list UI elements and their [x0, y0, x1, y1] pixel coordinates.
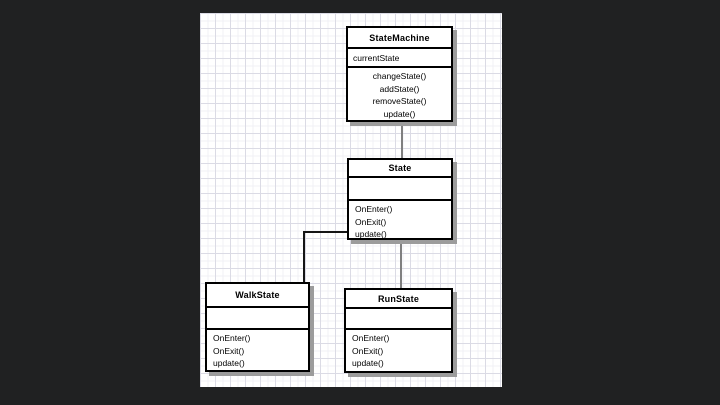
method-item: OnExit(): [213, 345, 245, 356]
method-item: OnEnter(): [355, 204, 393, 214]
method-item: update(): [355, 229, 387, 239]
method-list: OnEnter() OnExit() update(): [346, 330, 451, 372]
method-item: OnEnter(): [352, 333, 390, 343]
connector-state-runstate[interactable]: [400, 240, 402, 289]
class-walkstate[interactable]: WalkState OnEnter() OnExit() update(): [205, 282, 310, 372]
method-item: changeState(): [372, 71, 427, 81]
method-item: OnExit(): [352, 345, 384, 356]
attribute-section-empty: [207, 308, 308, 330]
method-item: OnExit(): [355, 216, 387, 227]
attribute-section-empty: [349, 178, 451, 201]
method-item: update(): [383, 108, 416, 119]
method-list: changeState() addState() removeState() u…: [348, 68, 451, 122]
class-statemachine[interactable]: StateMachine currentState changeState() …: [346, 26, 453, 122]
class-title: State: [349, 160, 451, 178]
diagram-canvas[interactable]: StateMachine currentState changeState() …: [200, 13, 502, 387]
method-list: OnEnter() OnExit() update(): [349, 201, 451, 243]
method-item: update(): [352, 358, 384, 368]
method-list: OnEnter() OnExit() update(): [207, 330, 308, 372]
connector-state-walkstate-horizontal[interactable]: [303, 231, 348, 233]
attribute-item: currentState: [348, 49, 451, 68]
method-item: update(): [213, 358, 245, 368]
class-title: StateMachine: [348, 28, 451, 49]
method-item: removeState(): [372, 96, 427, 106]
connector-statemachine-state[interactable]: [401, 122, 403, 159]
class-state[interactable]: State OnEnter() OnExit() update(): [347, 158, 453, 240]
class-runstate[interactable]: RunState OnEnter() OnExit() update(): [344, 288, 453, 373]
class-title: RunState: [346, 290, 451, 309]
connector-state-walkstate-vertical[interactable]: [303, 231, 305, 283]
method-item: OnEnter(): [213, 333, 251, 343]
attribute-section-empty: [346, 309, 451, 330]
class-title: WalkState: [207, 284, 308, 308]
method-item: addState(): [379, 83, 420, 94]
